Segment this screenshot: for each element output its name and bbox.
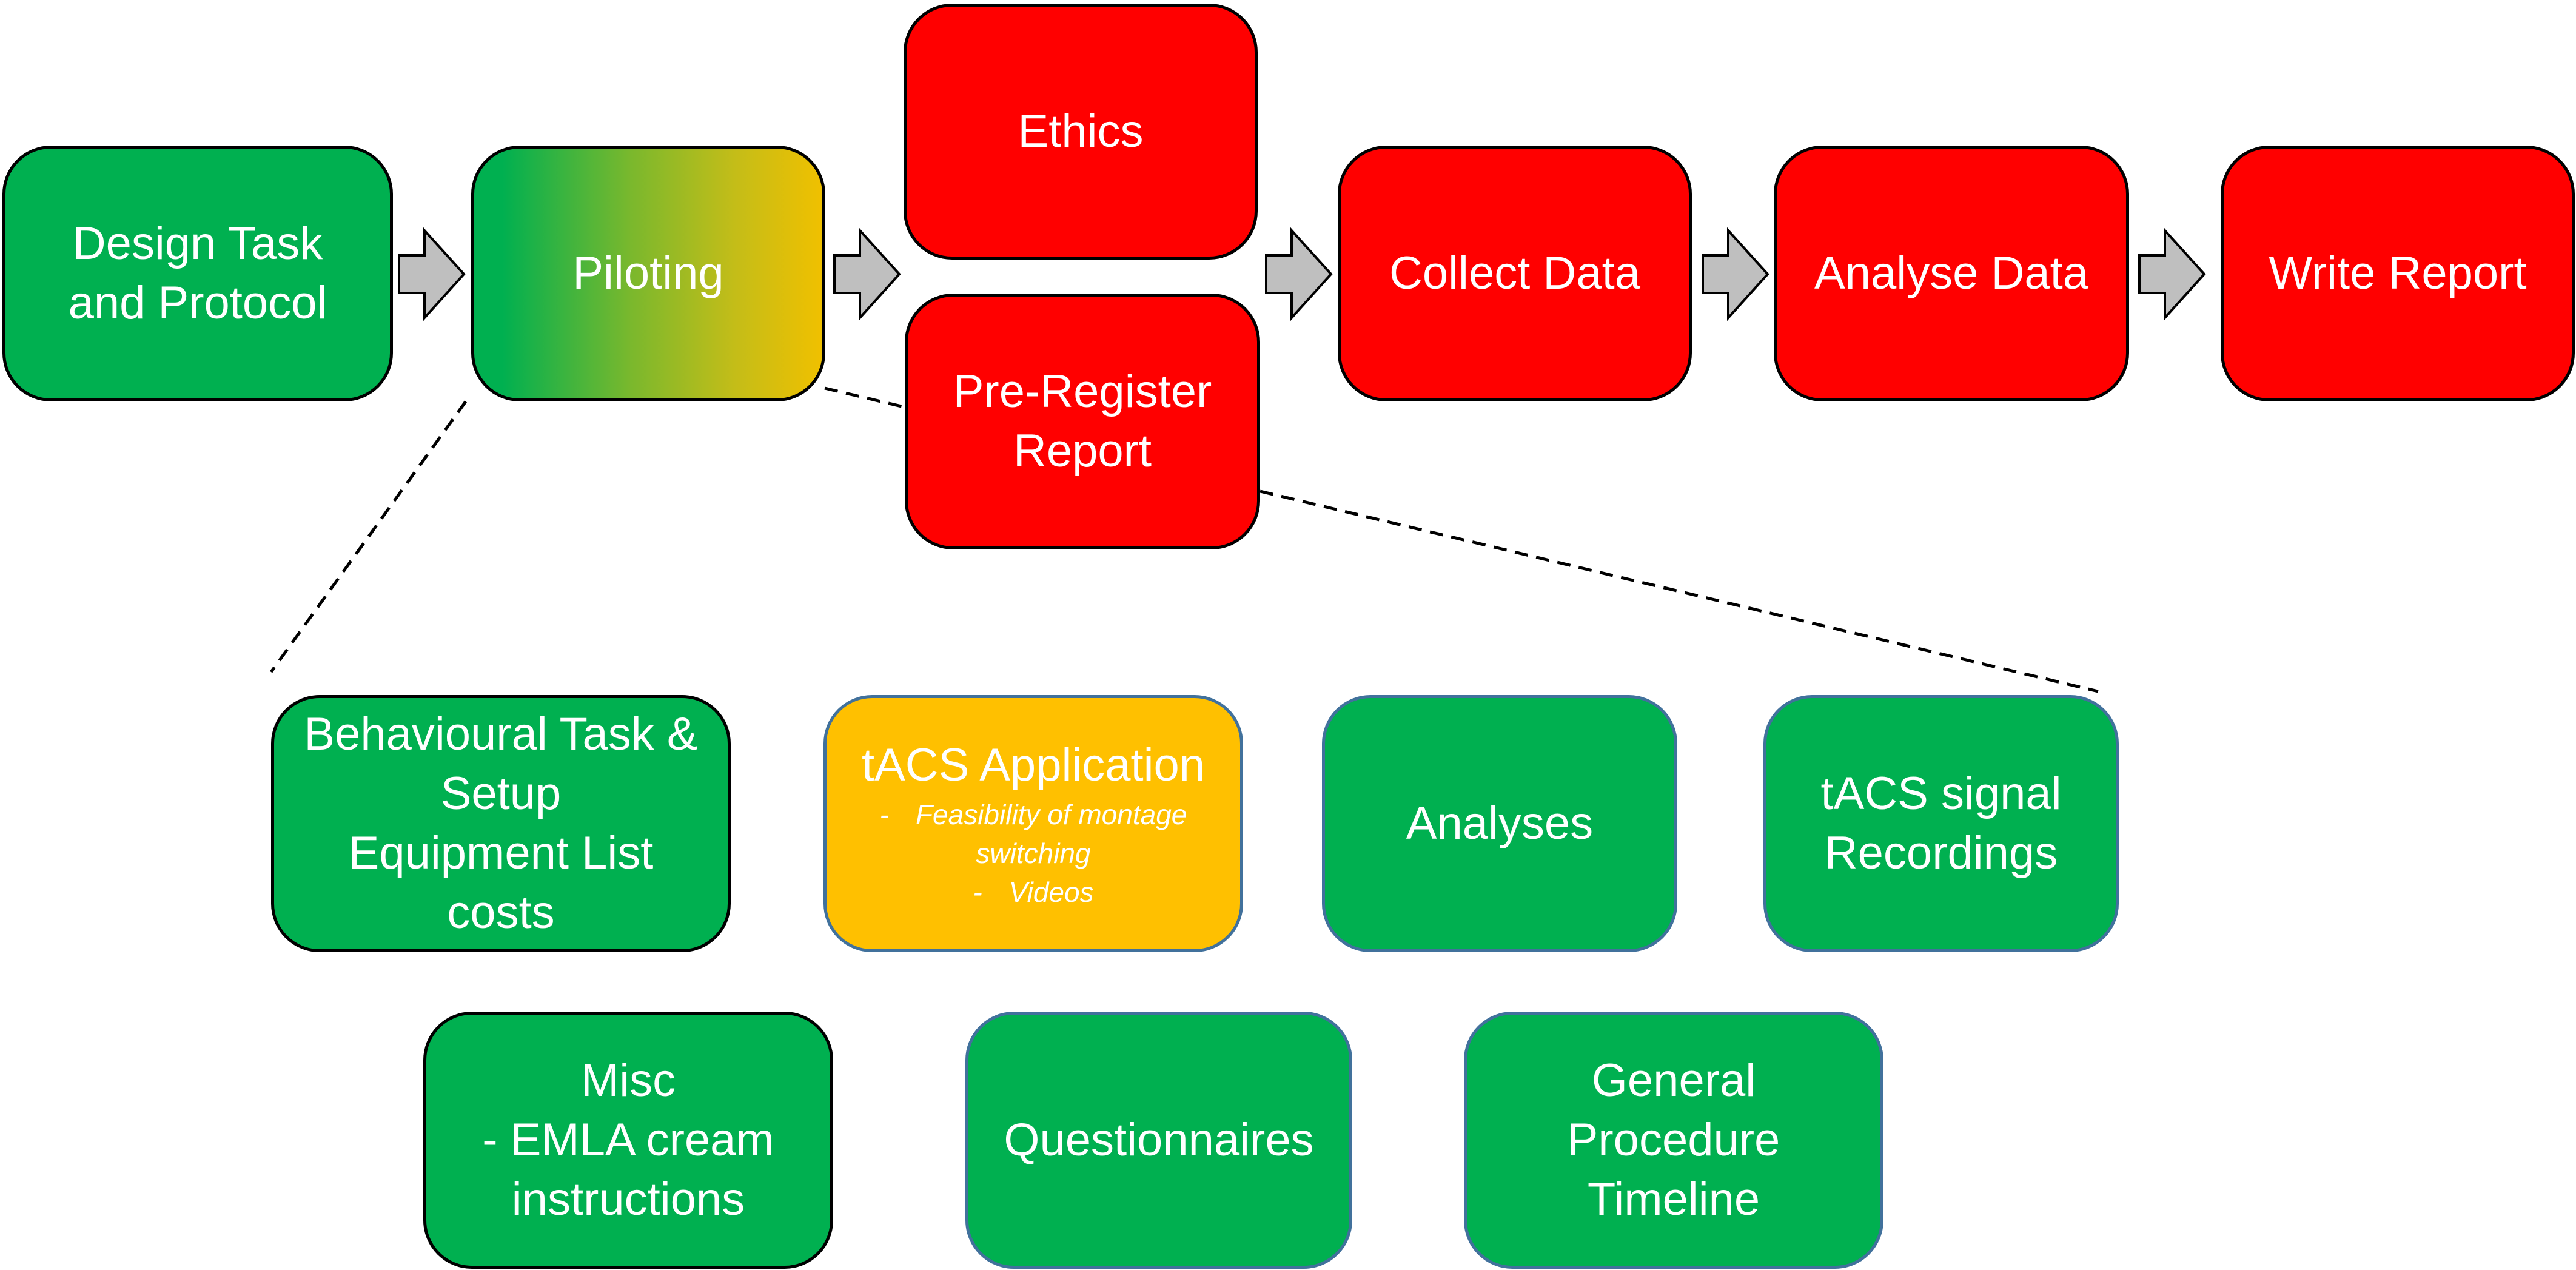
item-label: - EMLA cream <box>482 1114 774 1166</box>
item-label: tACS signal <box>1820 768 2062 819</box>
item-label: Questionnaires <box>1004 1114 1314 1166</box>
item-label: General <box>1591 1055 1756 1106</box>
bullet-text: Feasibility of montage <box>915 799 1187 830</box>
item-label: costs <box>447 887 555 938</box>
item-label: instructions <box>511 1174 745 1225</box>
bullet-dash: - <box>879 799 889 830</box>
pilot-item-behavioural-task: Behavioural Task & Setup Equipment List … <box>271 695 731 952</box>
arrow-right-icon <box>2138 227 2206 321</box>
arrow-right-icon <box>833 227 901 321</box>
item-label: Procedure <box>1567 1114 1780 1166</box>
stage-collect-data: Collect Data <box>1338 146 1692 401</box>
item-label: Setup <box>440 768 562 819</box>
bullet-dash: - <box>973 876 982 908</box>
stage-ethics: Ethics <box>904 4 1258 260</box>
stage-piloting: Piloting <box>471 146 825 401</box>
stage-label: Design Task <box>72 218 323 269</box>
stage-label: Pre-Register <box>953 366 1212 417</box>
arrow-right-icon <box>398 227 466 321</box>
dashed-connector <box>1259 489 2099 693</box>
item-label: Misc <box>580 1055 676 1106</box>
stage-pre-register-report: Pre-Register Report <box>905 294 1260 549</box>
pilot-item-tacs-signal-recordings: tACS signal Recordings <box>1763 695 2119 952</box>
item-bullet: -Videos <box>973 873 1093 912</box>
stage-label: Analyse Data <box>1814 247 2089 299</box>
pilot-item-misc: Misc - EMLA cream instructions <box>423 1012 833 1269</box>
pilot-item-questionnaires: Questionnaires <box>965 1012 1352 1269</box>
stage-label: Ethics <box>1018 106 1144 157</box>
item-bullet: -Feasibility of montage <box>880 795 1187 834</box>
pilot-item-analyses: Analyses <box>1322 695 1677 952</box>
item-label: Analyses <box>1406 798 1594 849</box>
stage-label: Write Report <box>2269 247 2527 299</box>
stage-design-task: Design Task and Protocol <box>2 146 393 401</box>
stage-label: Report <box>1013 425 1152 477</box>
item-label: Equipment List <box>348 827 654 879</box>
stage-analyse-data: Analyse Data <box>1774 146 2129 401</box>
item-label: Timeline <box>1587 1174 1760 1225</box>
arrow-right-icon <box>1702 227 1769 321</box>
dashed-connector <box>824 386 907 409</box>
item-label: Recordings <box>1824 827 2058 879</box>
stage-label: Collect Data <box>1389 247 1640 299</box>
arrow-right-icon <box>1265 227 1333 321</box>
item-title: tACS Application <box>861 739 1206 791</box>
pilot-item-tacs-application: tACS Application -Feasibility of montage… <box>823 695 1243 952</box>
dashed-connector <box>269 400 468 673</box>
pilot-item-general-procedure-timeline: General Procedure Timeline <box>1464 1012 1883 1269</box>
stage-label: Piloting <box>572 247 724 299</box>
stage-label: and Protocol <box>68 277 327 329</box>
stage-write-report: Write Report <box>2221 146 2575 401</box>
bullet-text: Videos <box>1008 876 1094 908</box>
item-label: Behavioural Task & <box>304 708 698 760</box>
item-bullet-continued: switching <box>976 838 1091 869</box>
